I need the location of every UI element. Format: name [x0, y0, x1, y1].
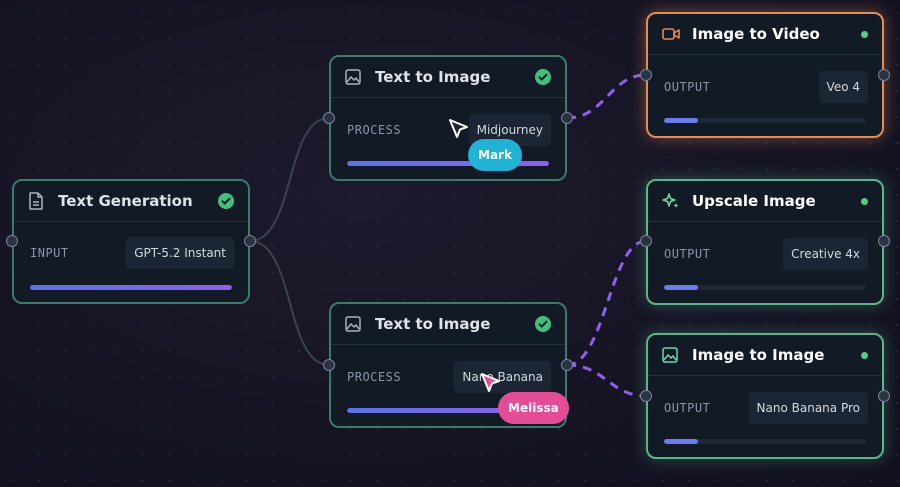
cursor-arrow-icon	[481, 373, 500, 392]
node-row: INPUT GPT-5.2 Instant	[30, 236, 234, 270]
progress-fill	[664, 285, 699, 290]
progress-fill	[347, 161, 549, 166]
progress-bar	[30, 285, 232, 290]
image-icon	[662, 346, 680, 364]
node-title: Image to Image	[692, 346, 825, 364]
progress-fill	[664, 439, 699, 444]
node-kind-label: PROCESS	[347, 370, 402, 384]
wire-textgen-to-t2i-1	[249, 117, 330, 242]
model-select[interactable]: GPT-5.2 Instant	[126, 237, 234, 269]
node-kind-label: OUTPUT	[664, 80, 711, 94]
progress-bar	[664, 439, 866, 444]
node-header: Image to Image	[648, 335, 882, 376]
wire-textgen-to-t2i-2	[249, 240, 330, 366]
wire-t2i-2-to-upscale	[566, 239, 647, 367]
node-title: Text to Image	[375, 315, 491, 333]
image-icon	[345, 315, 363, 333]
node-kind-label: OUTPUT	[664, 247, 711, 261]
model-select[interactable]: Nano Banana	[454, 361, 551, 393]
node-kind-label: PROCESS	[347, 123, 402, 137]
progress-bar	[664, 118, 866, 123]
collaborator-cursor-label: Melissa	[498, 392, 569, 424]
model-select[interactable]: Creative 4x	[783, 238, 868, 270]
output-port[interactable]	[878, 390, 890, 402]
node-row: PROCESS Nano Banana	[347, 360, 551, 394]
check-circle-icon	[535, 316, 551, 332]
input-port[interactable]	[640, 69, 652, 81]
status-dot	[861, 30, 868, 38]
progress-fill	[664, 118, 699, 123]
check-circle-icon	[535, 69, 551, 85]
node-header: Text to Image	[331, 304, 565, 345]
wire-t2i-1-to-video	[566, 73, 647, 120]
output-port[interactable]	[878, 69, 890, 81]
image-icon	[345, 68, 363, 86]
node-title: Text Generation	[58, 192, 193, 210]
output-port[interactable]	[244, 235, 256, 247]
node-row: OUTPUT Nano Banana Pro	[664, 391, 868, 425]
node-header: Text Generation	[14, 181, 248, 222]
progress-fill	[347, 408, 549, 413]
input-port[interactable]	[323, 112, 335, 124]
video-camera-icon	[662, 25, 680, 43]
node-kind-label: OUTPUT	[664, 401, 711, 415]
progress-bar	[347, 161, 549, 166]
node-text-generation[interactable]: Text Generation INPUT GPT-5.2 Instant	[12, 179, 250, 304]
progress-bar	[347, 408, 549, 413]
model-select[interactable]: Nano Banana Pro	[748, 392, 868, 424]
wire-t2i-2-to-img2img	[566, 363, 647, 398]
document-icon	[28, 192, 46, 210]
node-header: Image to Video	[648, 14, 882, 55]
progress-bar	[664, 285, 866, 290]
node-header: Upscale Image	[648, 181, 882, 222]
node-title: Upscale Image	[692, 192, 816, 210]
status-dot	[861, 351, 868, 359]
node-kind-label: INPUT	[30, 246, 69, 260]
node-upscale-image[interactable]: Upscale Image OUTPUT Creative 4x	[646, 179, 884, 305]
collaborator-cursor-label: Mark	[468, 139, 522, 171]
node-title: Image to Video	[692, 25, 820, 43]
model-select[interactable]: Veo 4	[818, 71, 868, 103]
node-header: Text to Image	[331, 57, 565, 98]
node-image-to-video[interactable]: Image to Video OUTPUT Veo 4	[646, 12, 884, 138]
progress-fill	[30, 285, 232, 290]
input-port[interactable]	[640, 235, 652, 247]
node-row: OUTPUT Veo 4	[664, 70, 868, 104]
sparkle-icon	[662, 192, 680, 210]
output-port[interactable]	[561, 112, 573, 124]
node-row: OUTPUT Creative 4x	[664, 237, 868, 271]
node-title: Text to Image	[375, 68, 491, 86]
input-port[interactable]	[323, 359, 335, 371]
node-image-to-image[interactable]: Image to Image OUTPUT Nano Banana Pro	[646, 333, 884, 459]
output-port[interactable]	[561, 359, 573, 371]
check-circle-icon	[218, 193, 234, 209]
cursor-arrow-icon	[449, 119, 468, 138]
output-port[interactable]	[878, 235, 890, 247]
input-port[interactable]	[640, 390, 652, 402]
status-dot	[861, 197, 868, 205]
input-port[interactable]	[6, 235, 18, 247]
